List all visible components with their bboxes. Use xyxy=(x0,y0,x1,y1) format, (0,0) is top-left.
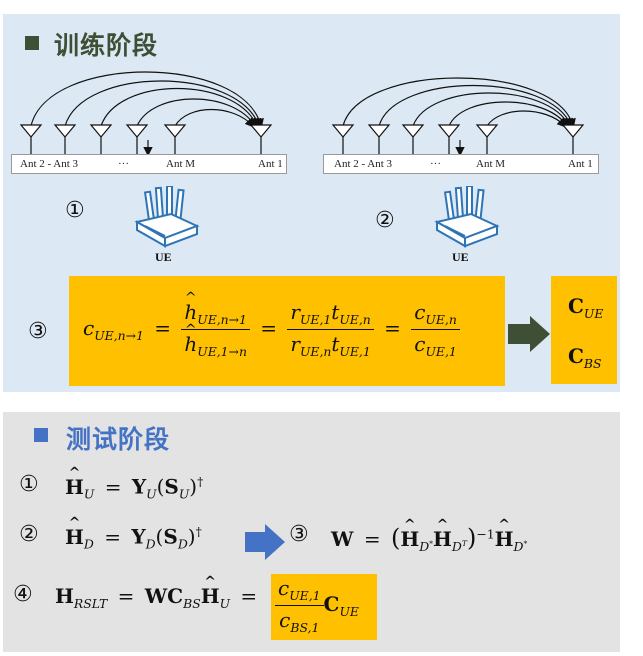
right-antenna-diagram xyxy=(331,77,585,157)
arc-4 xyxy=(136,98,257,129)
arc-3 xyxy=(100,88,259,129)
left-antennas xyxy=(19,124,273,154)
testing-title: 测试阶段 xyxy=(66,426,171,454)
precoder-eq: W = (HD*HDT)−1HD* xyxy=(331,524,527,554)
ant-label: Ant 2 - Ant 3 xyxy=(334,158,393,170)
ant-label: ··· xyxy=(430,158,441,170)
ue-label: UE xyxy=(155,250,172,264)
c-ratio: cUE,n cUE,1 xyxy=(411,300,460,359)
channel-ratio: hUE,n→1 hUE,1→n xyxy=(181,300,250,359)
downlink-channel-eq: HD = YD(SD)† xyxy=(65,524,202,552)
uplink-channel-eq: HU = YU(SU)† xyxy=(65,474,203,502)
rt-ratio: rUE,1tUE,n rUE,ntUE,1 xyxy=(287,300,374,359)
ant-label: Ant 2 - Ant 3 xyxy=(20,158,79,170)
step-4-marker: ④ xyxy=(13,582,33,607)
ant-label: Ant 1 xyxy=(568,158,593,170)
result-channel-eq: HRSLT = WCBSHU = xyxy=(55,584,261,611)
arc-3 xyxy=(412,92,571,129)
router-icon xyxy=(434,186,500,248)
left-antenna-diagram xyxy=(19,71,273,157)
antenna-icon xyxy=(561,124,585,154)
step-1-marker: ① xyxy=(65,198,85,223)
antenna-icon xyxy=(163,124,187,154)
ant-label: Ant 1 xyxy=(258,158,283,170)
c-bs-term: CBS xyxy=(568,344,602,371)
step-2-marker: ② xyxy=(375,208,395,233)
antenna-icon xyxy=(125,124,149,154)
arc-1 xyxy=(342,77,576,129)
step-2-marker: ② xyxy=(19,522,39,547)
step-3-marker: ③ xyxy=(289,522,309,547)
calibration-formula: cUE,n→1 = hUE,n→1 hUE,1→n = rUE,1tUE,n r… xyxy=(83,300,460,359)
training-panel: 训练阶段 Ant 2 - Ant 3 ··· Ant M Ant 1 xyxy=(3,14,620,392)
coefficient-ratio: cUE,1 cBS,1 CUE xyxy=(275,576,359,635)
coefficient-ratio-box xyxy=(271,574,377,640)
right-antennas xyxy=(331,124,585,154)
right-antenna-bar: Ant 2 - Ant 3 ··· Ant M Ant 1 xyxy=(323,154,599,174)
arc-2 xyxy=(64,80,262,129)
antenna-icon xyxy=(19,124,43,154)
testing-panel: 测试阶段 ① HU = YU(SU)† ② HD = YD(SD)† ③ W =… xyxy=(3,412,620,652)
step-3-marker: ③ xyxy=(28,319,48,344)
antenna-icon xyxy=(401,124,425,154)
right-arrow-icon xyxy=(508,316,550,352)
antenna-icon xyxy=(249,124,273,154)
ant-label: Ant M xyxy=(476,158,506,170)
antenna-icon xyxy=(475,124,499,154)
ue-label: UE xyxy=(452,250,469,264)
arc-5 xyxy=(486,110,567,128)
antenna-icon xyxy=(331,124,355,154)
antenna-icon xyxy=(89,124,113,154)
calibration-formula-box xyxy=(69,276,505,386)
antenna-icon xyxy=(437,124,461,154)
step-1-marker: ① xyxy=(19,472,39,497)
training-title: 训练阶段 xyxy=(54,32,159,60)
ant-label: Ant M xyxy=(166,158,196,170)
arc-4 xyxy=(448,101,569,129)
calibration-result-box xyxy=(551,276,617,384)
arc-1 xyxy=(30,71,264,129)
left-arcs xyxy=(30,71,264,157)
right-arrow-icon xyxy=(245,524,285,560)
left-antenna-bar: Ant 2 - Ant 3 ··· Ant M Ant 1 xyxy=(11,154,287,174)
c-ue-term: CUE xyxy=(568,294,604,321)
arc-5 xyxy=(174,109,255,128)
right-arcs xyxy=(342,77,576,157)
ant-label: ··· xyxy=(118,158,129,170)
antenna-icon xyxy=(53,124,77,154)
testing-bullet-icon xyxy=(34,428,48,442)
training-bullet-icon xyxy=(25,36,39,50)
arc-2 xyxy=(378,85,573,129)
antenna-icon xyxy=(367,124,391,154)
router-icon xyxy=(134,186,200,248)
